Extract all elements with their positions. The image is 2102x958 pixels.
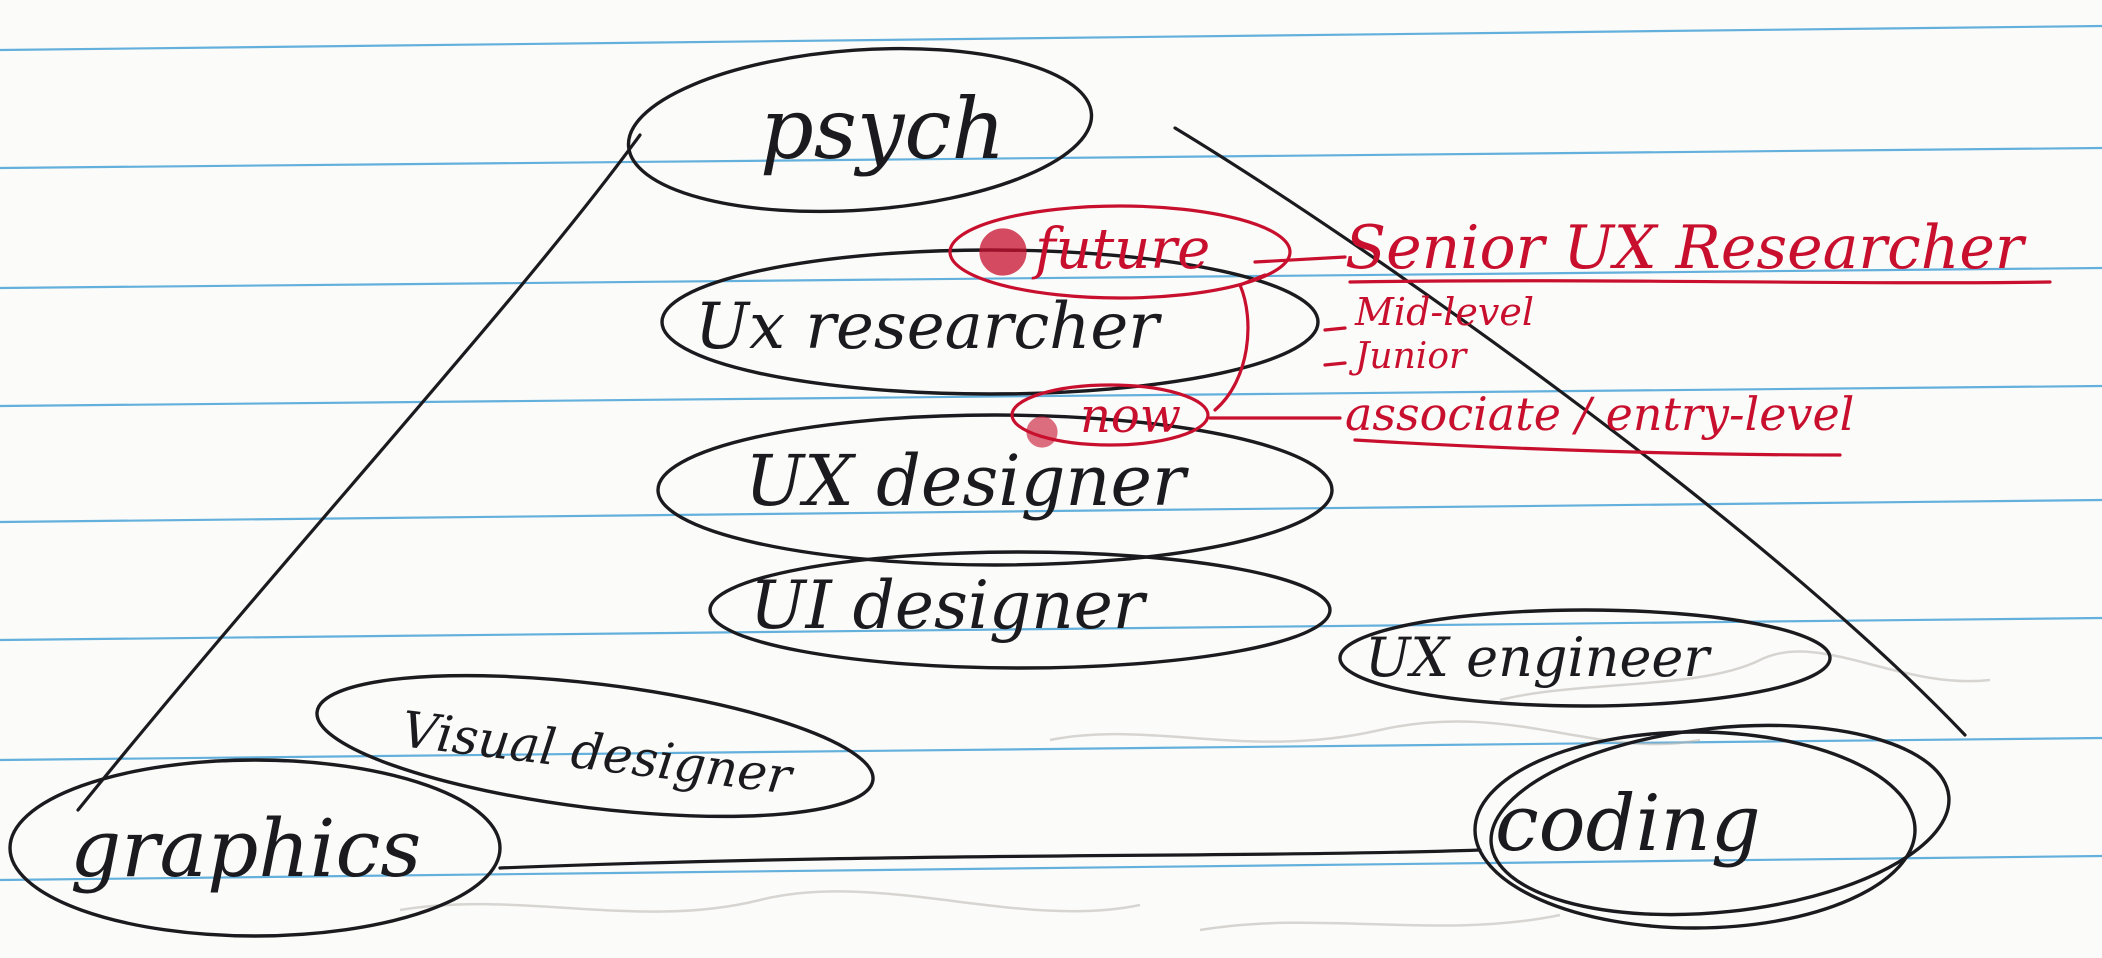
visual-designer-ellipse [315,673,875,819]
now-to-future-arrow [1213,273,1267,412]
graphics-ellipse [8,758,502,938]
ui-designer-ellipse [708,550,1332,670]
junior-level-label: Junior [1348,336,1468,377]
now-label: now [1080,388,1181,444]
pyramid-lines [76,126,1967,870]
ui-designer-label: UI designer [750,567,1148,644]
ux-designer-label: UX designer [745,440,1189,522]
graphics-label: graphics [70,802,421,895]
coding-label: coding [1495,779,1761,869]
ux-researcher-label: Ux researcher [695,290,1162,364]
associate-underline [1353,438,1842,457]
senior-underline [1348,279,2052,285]
psych-label: psych [760,80,1005,178]
psych-ellipse [626,46,1094,214]
node-outlines [8,46,1951,938]
red-annotation-marks [948,204,2052,457]
ux-engineer-ellipse [1338,608,1832,708]
future-dot [979,228,1027,276]
associate-level-label: associate / entry-level [1345,387,1854,441]
notebook-rule-lines [0,24,2102,882]
senior-level-label: Senior UX Researcher [1345,213,2027,283]
ux-designer-ellipse [656,413,1334,567]
future-ellipse [948,204,1292,300]
now-ellipse [1010,383,1210,447]
visual-designer-label: Visual designer [399,700,798,806]
mid-level-label: Mid-level [1354,290,1534,334]
ux-engineer-label: UX engineer [1365,626,1712,689]
future-label: future [1031,217,1210,282]
now-dot [1026,416,1058,448]
